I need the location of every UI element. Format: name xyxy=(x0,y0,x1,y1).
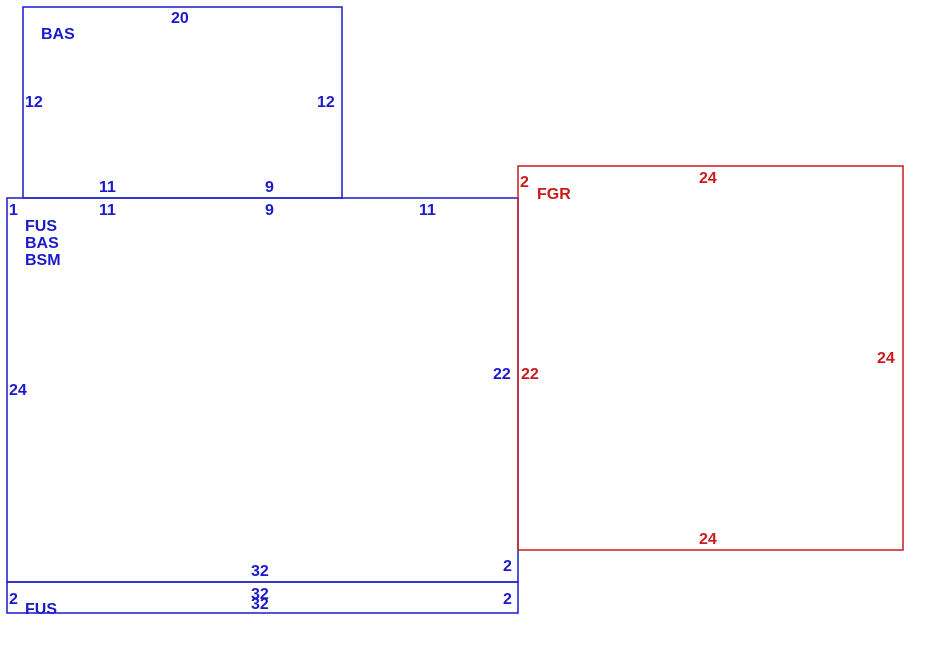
main-code-bsm: BSM xyxy=(25,252,61,269)
bottom-fus-strip xyxy=(6,581,519,614)
upper-bas-bottom-left-dimension: 11 xyxy=(99,179,116,196)
main-area xyxy=(6,197,519,583)
main-bottom-dimension: 32 xyxy=(251,563,269,580)
upper-bas-code: BAS xyxy=(41,26,75,43)
main-top-mid-dimension: 9 xyxy=(265,202,274,219)
main-code-bas: BAS xyxy=(25,235,59,252)
main-code-fus: FUS xyxy=(25,218,57,235)
garage-bottom-dimension: 24 xyxy=(699,531,717,548)
strip-top-dimension: 32 xyxy=(251,586,269,603)
garage-right-dimension: 24 xyxy=(877,350,895,367)
main-corner-number: 1 xyxy=(9,202,18,219)
strip-right-dimension: 2 xyxy=(503,591,512,608)
garage-top-dimension: 24 xyxy=(699,170,717,187)
main-top-right-dimension: 11 xyxy=(419,202,436,219)
main-bottom-right-dimension: 2 xyxy=(503,558,512,575)
garage-left-dimension: 22 xyxy=(521,366,539,383)
garage-corner-number: 2 xyxy=(520,174,529,191)
garage-code: FGR xyxy=(537,186,571,203)
upper-bas-right-dimension: 12 xyxy=(317,94,335,111)
main-top-left-dimension: 11 xyxy=(99,202,116,219)
upper-bas-bottom-right-dimension: 9 xyxy=(265,179,274,196)
upper-bas-top-dimension: 20 xyxy=(171,10,189,27)
strip-code: FUS xyxy=(25,601,57,618)
garage-area xyxy=(517,165,904,551)
main-left-dimension: 24 xyxy=(9,382,27,399)
upper-bas-left-dimension: 12 xyxy=(25,94,43,111)
strip-left-dimension: 2 xyxy=(9,591,18,608)
strip-bottom-dimension: 32 xyxy=(251,596,269,613)
main-right-dimension: 22 xyxy=(493,366,511,383)
